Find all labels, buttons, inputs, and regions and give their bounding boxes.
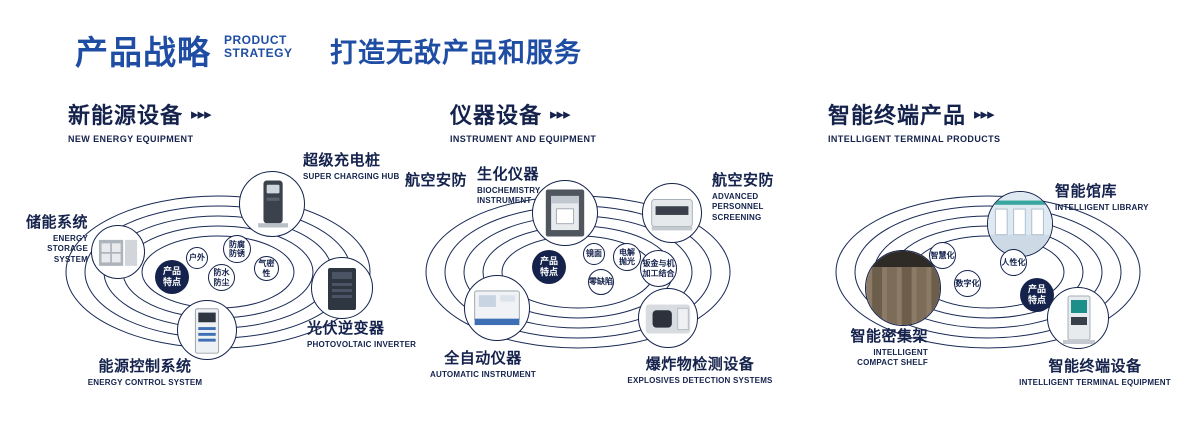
item-label-en: AUTOMATIC INSTRUMENT [430, 370, 536, 379]
terminal-equipment-image [1047, 287, 1109, 349]
orbit-rings-intelligent-terminal [835, 195, 1141, 349]
page-title-en-line1: PRODUCT [224, 33, 287, 47]
product-features-label: 产品特点 [539, 256, 558, 277]
super-charging-hub-image [239, 171, 305, 237]
section-title: 仪器设备 [450, 103, 543, 128]
compact-shelf-icon [866, 251, 940, 325]
feature-bubble-outdoor: 户外 [186, 247, 208, 269]
item-label: 智能终端设备 [1048, 358, 1142, 375]
triple-arrow-icon: ▸▸▸ [191, 106, 212, 123]
feature-bubble-electropolish: 电解抛光 [613, 243, 641, 271]
item-label-en: BIOCHEMISTRY INSTRUMENT [477, 186, 541, 206]
biochemistry-instrument-image [532, 180, 598, 246]
item-energy-control-system: 能源控制系统 ENERGY CONTROL SYSTEM [80, 358, 210, 388]
triple-arrow-icon: ▸▸▸ [974, 106, 995, 123]
item-label-en: EXPLOSIVES DETECTION SYSTEMS [627, 376, 773, 385]
automatic-instrument-icon [474, 290, 520, 326]
feature-bubble-intelligent: 智慧化 [929, 242, 956, 269]
item-label-en: ENERGY CONTROL SYSTEM [87, 378, 203, 387]
triple-arrow-icon: ▸▸▸ [550, 106, 571, 123]
item-label-en: PHOTOVOLTAIC INVERTER [307, 340, 417, 349]
detection-tunnel-icon [645, 304, 691, 334]
page-title: 产品战略 [75, 34, 211, 71]
product-features-label: 产品特点 [162, 266, 181, 287]
section-title: 智能终端产品 [828, 103, 967, 128]
kiosk-icon [1063, 295, 1095, 344]
page-title-en: PRODUCT STRATEGY [224, 34, 292, 60]
storage-cabinet-icon [98, 239, 138, 266]
automatic-instrument-image [464, 275, 530, 341]
product-features-badge: 产品特点 [532, 250, 566, 284]
item-label-en: INTELLIGENT LIBRARY [1055, 203, 1149, 212]
control-cabinet-icon [194, 308, 220, 354]
energy-control-system-image [177, 300, 237, 360]
section-header-instruments: 仪器设备 ▸▸▸ INSTRUMENT AND EQUIPMENT [450, 98, 596, 144]
item-personnel-screening: 航空安防 ADVANCED PERSONNEL SCREENING [712, 172, 822, 223]
explosives-detection-image [638, 288, 698, 348]
section-subtitle: NEW ENERGY EQUIPMENT [68, 134, 194, 144]
item-energy-storage: 储能系统 ENERGY STORAGE SYSTEM [4, 214, 88, 265]
item-label-en: INTELLIGENT TERMINAL EQUIPMENT [1019, 378, 1171, 387]
item-label: 储能系统 [25, 214, 88, 231]
screening-machine-icon [651, 198, 693, 231]
product-features-badge: 产品特点 [1020, 278, 1054, 312]
aviation-security-label: 航空安防 [405, 172, 468, 189]
item-label-en: SUPER CHARGING HUB [303, 172, 400, 181]
item-terminal-equipment: 智能终端设备 INTELLIGENT TERMINAL EQUIPMENT [1010, 358, 1180, 388]
charging-pile-icon [258, 180, 288, 228]
item-biochemistry-instrument: 生化仪器 BIOCHEMISTRY INSTRUMENT [477, 166, 547, 207]
feature-bubble-anticorrosion: 防腐防锈 [223, 235, 251, 263]
feature-bubble-zero-defect: 零缺陷 [588, 269, 614, 295]
inverter-cabinet-icon [328, 268, 356, 310]
section-subtitle: INSTRUMENT AND EQUIPMENT [450, 134, 597, 144]
item-explosives-detection: 爆炸物检测设备 EXPLOSIVES DETECTION SYSTEMS [615, 356, 785, 386]
section-header-intelligent-terminal: 智能终端产品 ▸▸▸ INTELLIGENT TERMINAL PRODUCTS [828, 98, 1000, 144]
section-header-new-energy: 新能源设备 ▸▸▸ NEW ENERGY EQUIPMENT [68, 98, 212, 144]
feature-bubble-digitalized: 数字化 [954, 270, 981, 297]
intelligent-library-image [987, 191, 1053, 257]
item-label-en: ENERGY STORAGE SYSTEM [47, 234, 88, 264]
biochemistry-cabinet-icon [545, 189, 585, 237]
item-label: 能源控制系统 [98, 358, 192, 375]
item-intelligent-library: 智能馆库 INTELLIGENT LIBRARY [1055, 183, 1175, 213]
item-label-en: INTELLIGENT COMPACT SHELF [857, 348, 928, 368]
compact-shelf-image [865, 250, 941, 326]
photovoltaic-inverter-image [311, 257, 373, 319]
page-title-en-line2: STRATEGY [224, 46, 293, 60]
section-title: 新能源设备 [68, 103, 184, 128]
feature-bubble-humanized: 人性化 [1000, 249, 1027, 276]
item-label: 光伏逆变器 [307, 320, 385, 337]
item-label: 航空安防 [712, 172, 775, 189]
item-label-en: ADVANCED PERSONNEL SCREENING [712, 192, 764, 222]
item-label: 全自动仪器 [444, 350, 522, 367]
feature-bubble-waterproof: 防水防尘 [208, 264, 235, 291]
feature-bubble-mirror-finish: 镜面 [583, 243, 605, 265]
section-subtitle: INTELLIGENT TERMINAL PRODUCTS [828, 134, 1001, 144]
personnel-screening-image [642, 183, 702, 243]
item-automatic-instrument: 全自动仪器 AUTOMATIC INSTRUMENT [418, 350, 548, 380]
feature-bubble-airtightness: 气密性 [254, 256, 279, 281]
item-label: 爆炸物检测设备 [645, 356, 755, 373]
item-compact-shelf: 智能密集架 INTELLIGENT COMPACT SHELF [818, 328, 928, 369]
product-features-badge: 产品特点 [155, 260, 189, 294]
energy-storage-image [91, 225, 145, 279]
item-label: 生化仪器 [477, 166, 540, 183]
item-label: 智能馆库 [1055, 183, 1118, 200]
item-label: 智能密集架 [850, 328, 928, 345]
item-label: 超级充电桩 [303, 152, 381, 169]
item-photovoltaic-inverter: 光伏逆变器 PHOTOVOLTAIC INVERTER [307, 320, 427, 350]
library-room-icon [988, 192, 1052, 256]
product-features-label: 产品特点 [1027, 284, 1046, 305]
item-super-charging-hub: 超级充电桩 SUPER CHARGING HUB [303, 152, 423, 182]
page-slogan: 打造无敌产品和服务 [330, 38, 582, 68]
feature-bubble-sheet-metal: 钣金与机加工结合 [640, 250, 677, 287]
